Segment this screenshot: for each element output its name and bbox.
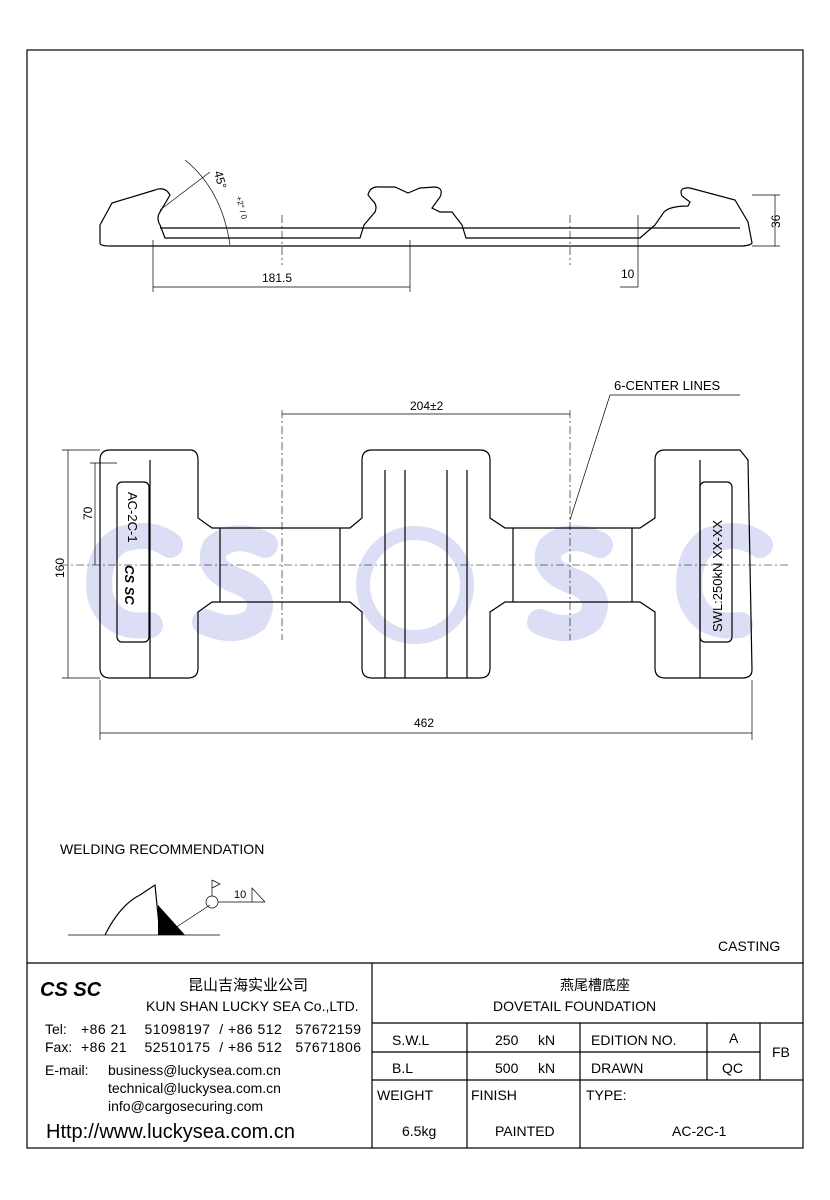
watermark-letter-s-right bbox=[527, 525, 613, 641]
email-info[interactable]: info@cargosecuring.com bbox=[108, 1098, 263, 1114]
inner-dimension: 70 bbox=[81, 506, 95, 520]
height-dimension: 36 bbox=[769, 214, 783, 228]
fax-value: +86 21 52510175 / +86 512 57671806 bbox=[81, 1039, 361, 1055]
email-technical[interactable]: technical@luckysea.com.cn bbox=[108, 1080, 281, 1096]
finish-label: FINISH bbox=[471, 1087, 517, 1103]
edition-value: A bbox=[729, 1030, 739, 1046]
angle-tolerance: +2° / 0 bbox=[234, 195, 249, 221]
type-value: AC-2C-1 bbox=[672, 1123, 727, 1139]
length-dimension: 462 bbox=[414, 716, 434, 730]
watermark-letter-c-left bbox=[86, 523, 183, 639]
drawn-label: DRAWN bbox=[591, 1060, 643, 1076]
website-link[interactable]: Http://www.luckysea.com.cn bbox=[46, 1121, 295, 1143]
width-dimension: 160 bbox=[53, 558, 67, 578]
fb-value: FB bbox=[772, 1044, 790, 1060]
email-business[interactable]: business@luckysea.com.cn bbox=[108, 1062, 281, 1078]
company-logo: CS SC bbox=[40, 979, 102, 1001]
bl-label: B.L bbox=[392, 1060, 413, 1076]
swl-label: S.W.L bbox=[392, 1032, 430, 1048]
swl-value: 250 bbox=[495, 1032, 519, 1048]
bl-unit: kN bbox=[538, 1060, 555, 1076]
welding-title: WELDING RECOMMENDATION bbox=[60, 841, 264, 857]
email-label: E-mail: bbox=[45, 1062, 89, 1078]
swl-unit: kN bbox=[538, 1032, 555, 1048]
company-name-en: KUN SHAN LUCKY SEA Co.,LTD. bbox=[146, 998, 359, 1014]
pitch-dimension: 181.5 bbox=[262, 271, 292, 285]
drawn-value: QC bbox=[722, 1060, 743, 1076]
product-name-cn: 燕尾槽底座 bbox=[560, 977, 630, 993]
tel-label: Tel: bbox=[45, 1021, 67, 1037]
company-name-cn: 昆山吉海实业公司 bbox=[188, 977, 308, 994]
thickness-dimension: 10 bbox=[621, 267, 635, 281]
marking-plate-right bbox=[699, 481, 733, 643]
weld-size: 10 bbox=[234, 889, 246, 901]
marking-right: SWL:250kN XX-XX bbox=[710, 520, 725, 632]
marking-plate-left bbox=[116, 481, 150, 643]
watermark-globe-icon bbox=[356, 526, 474, 644]
weight-value: 6.5kg bbox=[402, 1123, 436, 1139]
plan-view: AC-2C-1 CS SC SWL:250kN XX-XX 204±2 6-CE… bbox=[53, 378, 790, 740]
center-distance-dimension: 204±2 bbox=[410, 399, 444, 413]
casting-label: CASTING bbox=[718, 938, 780, 954]
marking-left: AC-2C-1 bbox=[125, 492, 140, 543]
bl-value: 500 bbox=[495, 1060, 519, 1076]
angle-dimension: 45° bbox=[211, 169, 229, 190]
finish-value: PAINTED bbox=[495, 1123, 555, 1139]
type-label: TYPE: bbox=[586, 1087, 626, 1103]
fax-label: Fax: bbox=[45, 1039, 72, 1055]
tel-value: +86 21 51098197 / +86 512 57672159 bbox=[81, 1021, 361, 1037]
sheet-border bbox=[26, 49, 804, 1149]
title-block: CS SC 昆山吉海实业公司 KUN SHAN LUCKY SEA Co.,LT… bbox=[27, 962, 803, 1148]
watermark-letter-c-right bbox=[676, 523, 773, 639]
weight-label: WEIGHT bbox=[377, 1087, 433, 1103]
watermark-letter-s-left bbox=[192, 525, 278, 641]
marking-logo: CS SC bbox=[122, 565, 137, 605]
watermark bbox=[86, 523, 773, 644]
product-name-en: DOVETAIL FOUNDATION bbox=[493, 998, 656, 1014]
welding-recommendation: WELDING RECOMMENDATION 10 bbox=[60, 841, 266, 936]
edition-label: EDITION NO. bbox=[591, 1032, 677, 1048]
side-view: 45° +2° / 0 181.5 36 10 bbox=[99, 159, 783, 292]
center-lines-label: 6-CENTER LINES bbox=[614, 378, 721, 393]
